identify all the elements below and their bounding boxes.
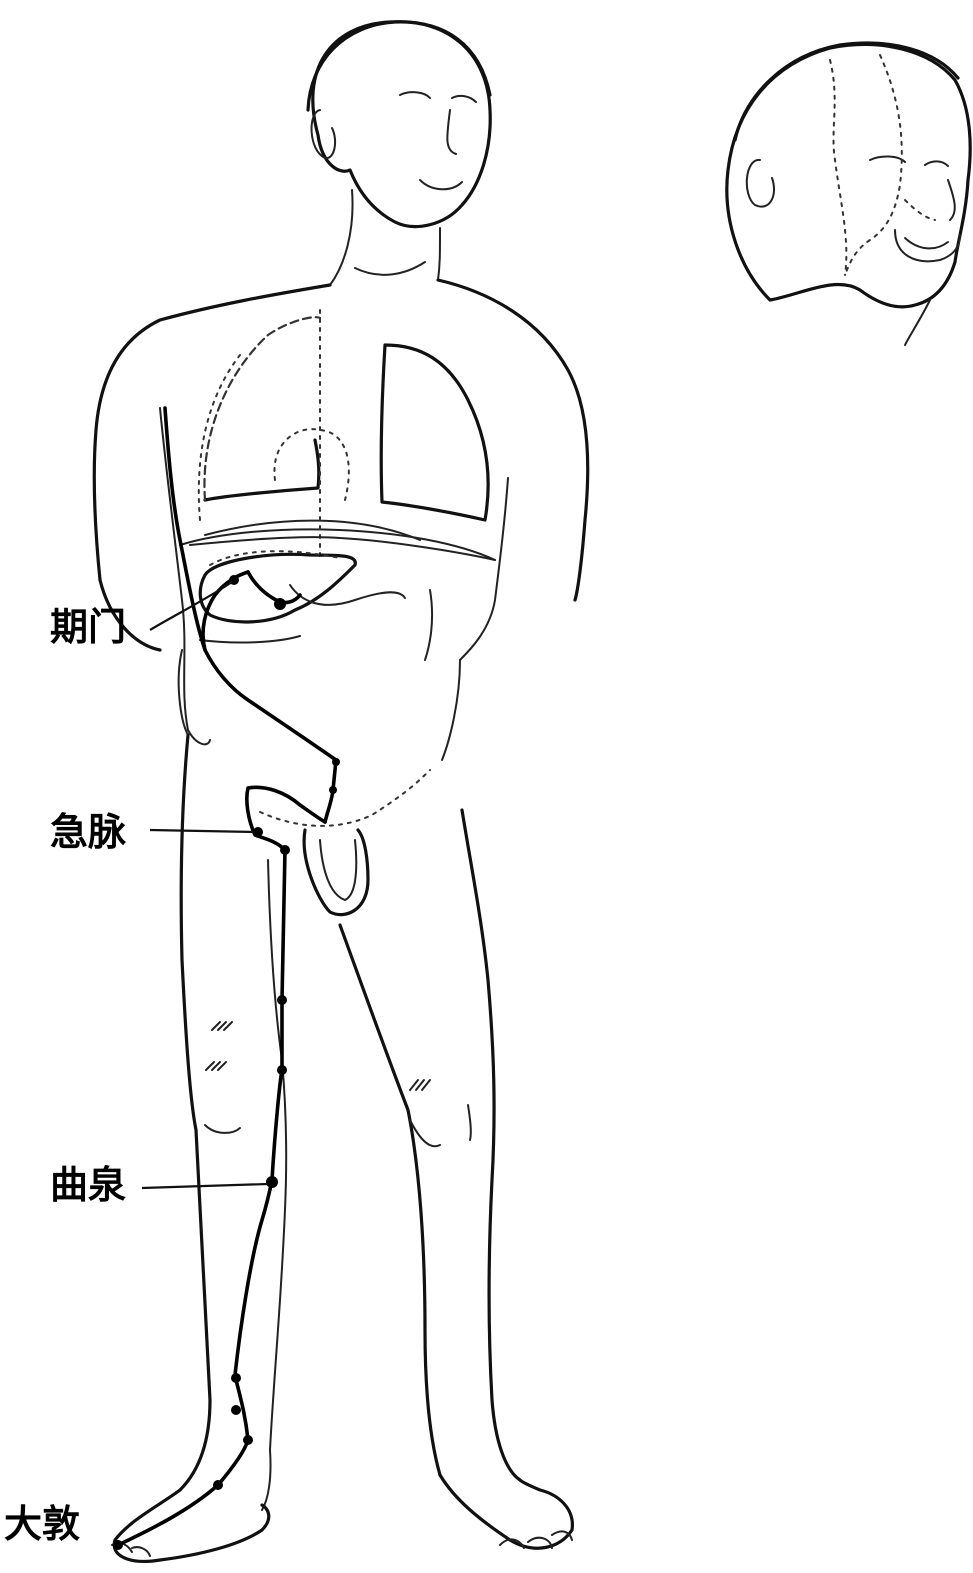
point-shin-2: [231, 1373, 241, 1383]
point-foot-1: [213, 1480, 223, 1490]
side-head-meridian-3: [905, 200, 935, 220]
stomach: [290, 585, 405, 605]
eye-left: [400, 92, 430, 98]
meridian-inguinal: [247, 787, 325, 850]
leader-jimai: [150, 830, 255, 832]
abdomen-line-2: [425, 590, 432, 660]
leader-ququan: [142, 1184, 268, 1188]
label-qimen: 期门: [50, 604, 126, 649]
side-head-figure: [727, 43, 970, 345]
point-pubic-1: [329, 786, 337, 794]
knee-left: [205, 1125, 240, 1133]
leg-right-inner: [340, 925, 440, 1475]
body-outline: [94, 22, 587, 1562]
side-head-eye-2: [925, 161, 948, 166]
hatch-3: [410, 1080, 430, 1090]
point-shin-1: [231, 1405, 241, 1415]
leg-right-outer: [462, 810, 520, 1480]
genital-outline: [304, 830, 368, 915]
internal-organs: [190, 310, 495, 660]
leg-left-outer: [180, 735, 210, 1490]
hatch-1: [212, 1022, 232, 1030]
point-dadun: [113, 1540, 123, 1550]
meridian-foot-to-thigh: [118, 850, 285, 1545]
side-head-eye: [870, 156, 905, 162]
lung-left-lower: [205, 440, 319, 500]
inguinal-fold: [260, 770, 430, 826]
genital-inner: [320, 840, 356, 900]
point-pubic-2: [332, 758, 340, 766]
label-jimai: 急脉: [50, 809, 127, 854]
lung-left-dashed: [204, 317, 320, 500]
side-head-meridian-2: [845, 55, 902, 275]
collar: [355, 262, 425, 275]
point-liver: [274, 598, 286, 610]
point-ququan: [266, 1176, 278, 1188]
point-thigh-1: [277, 1065, 287, 1075]
knee-right-2: [468, 1105, 471, 1140]
foot-right: [440, 1475, 572, 1548]
point-foot-2: [243, 1435, 253, 1445]
lung-right: [381, 345, 488, 520]
labels: 期门 急脉 曲泉 大敦: [4, 582, 268, 1546]
liver-meridian: [118, 408, 336, 1545]
neck-left: [330, 190, 353, 285]
side-head-ear: [747, 160, 774, 207]
side-head-meridian-1: [830, 60, 846, 275]
side-head-nose: [948, 180, 955, 220]
waist-right: [442, 660, 460, 760]
hatch-2: [206, 1062, 226, 1070]
side-head-beard: [895, 230, 960, 261]
neck-right: [438, 228, 440, 280]
meridian-upper-flank: [165, 408, 205, 650]
point-thigh-3: [280, 845, 290, 855]
side-head-mouth: [905, 238, 948, 248]
point-thigh-2: [277, 995, 287, 1005]
nose: [447, 110, 456, 154]
arm-right-inner: [460, 478, 508, 660]
torso-right: [438, 280, 588, 600]
mouth: [420, 180, 462, 189]
label-dadun: 大敦: [4, 1501, 80, 1546]
abdomen-line: [200, 636, 300, 643]
foot-left: [114, 1490, 269, 1561]
eye-right: [452, 96, 476, 102]
label-ququan: 曲泉: [50, 1162, 126, 1207]
head: [313, 22, 490, 227]
